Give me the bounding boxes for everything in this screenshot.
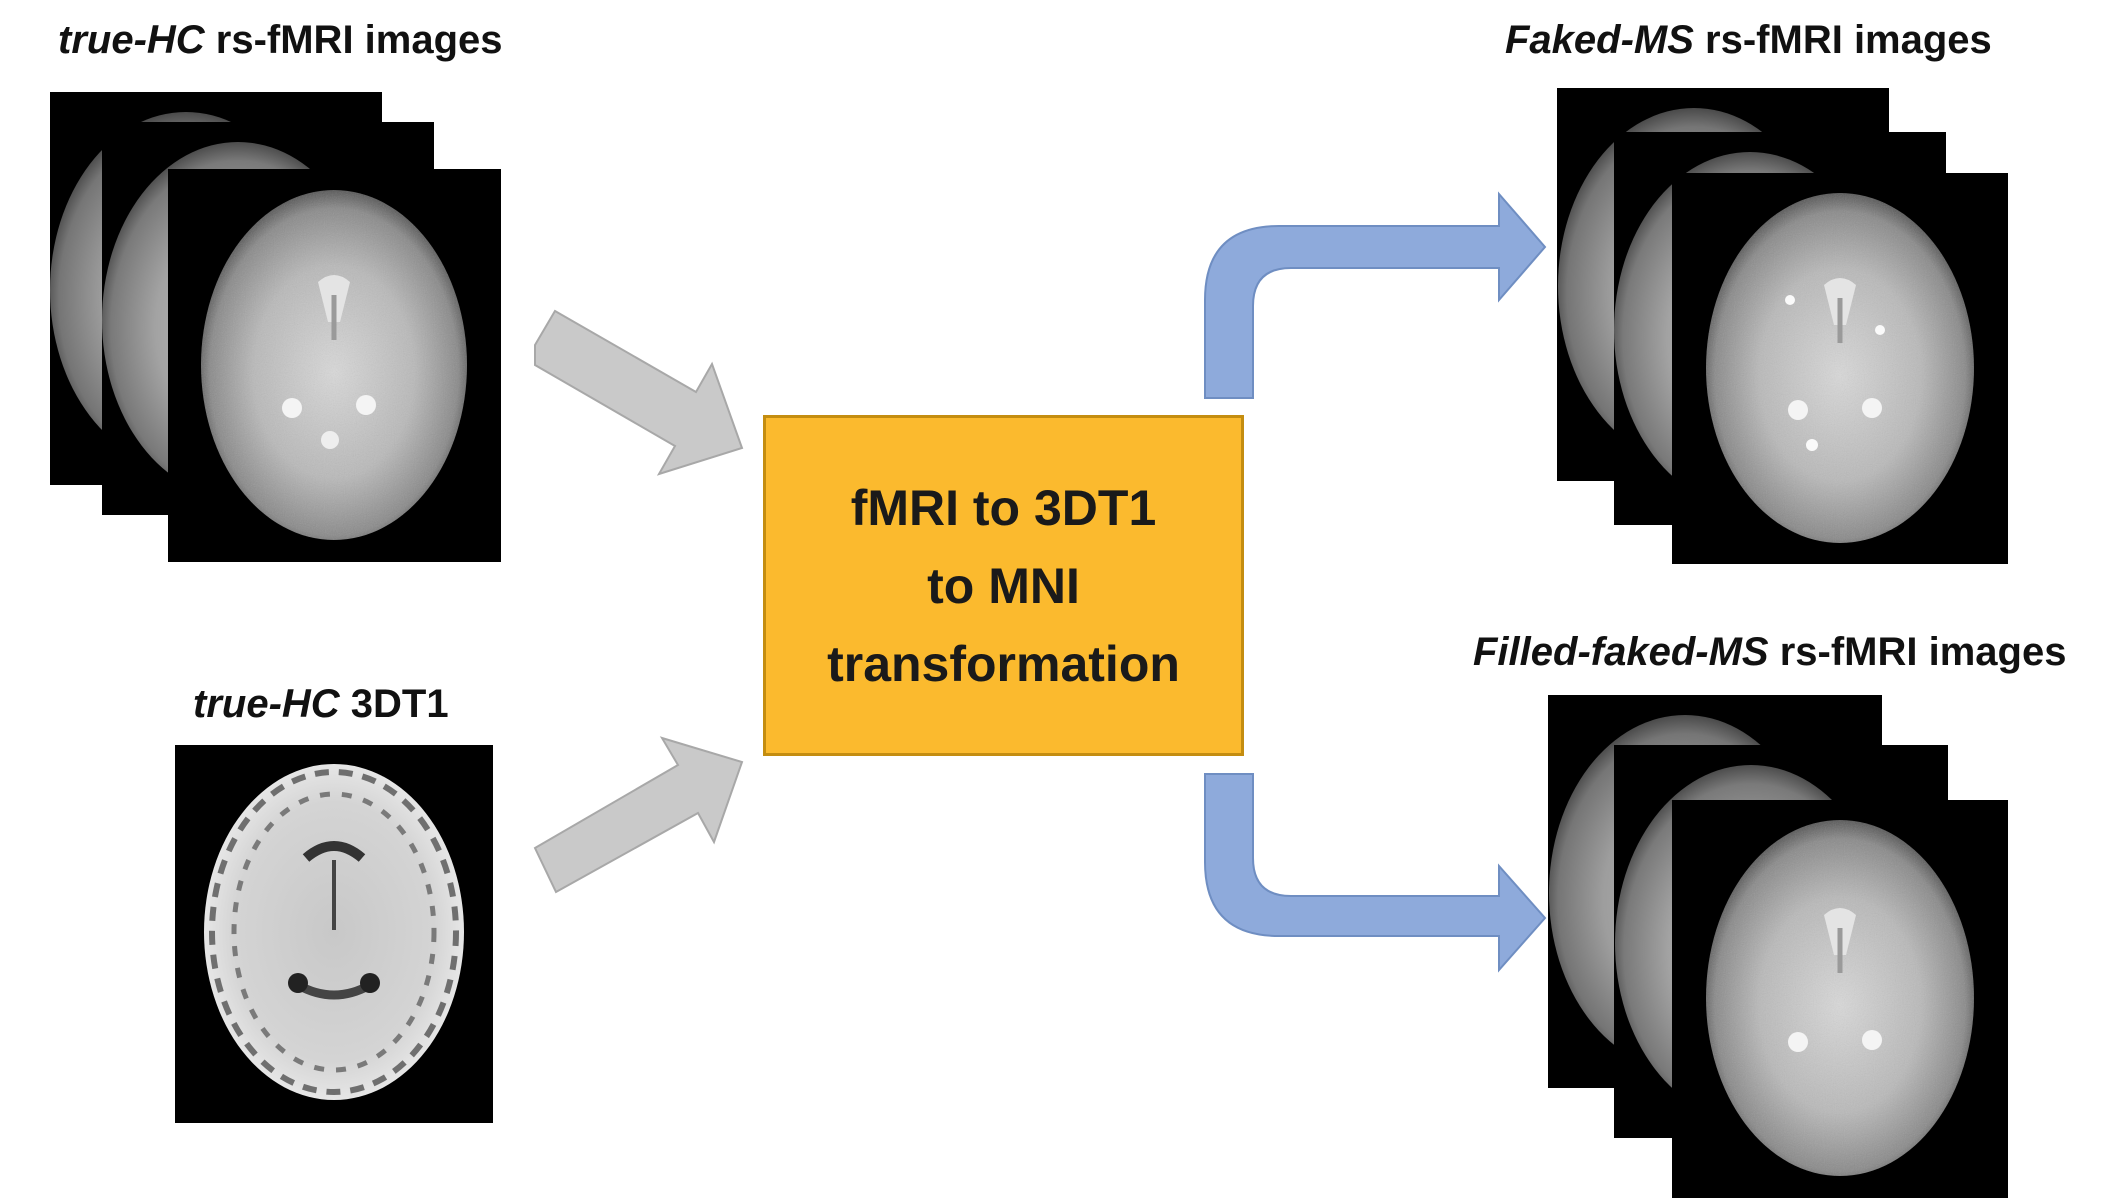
transformation-process-box: fMRI to 3DT1 to MNI transformation <box>763 415 1244 756</box>
label-filled-faked-ms-italic: Filled-faked-MS <box>1473 630 1769 674</box>
label-filled-faked-ms-rest: rs-fMRI images <box>1768 630 2067 674</box>
filled-faked-ms-stack <box>1548 695 2008 1198</box>
faked-ms-stack <box>1557 88 2008 564</box>
true-hc-3dt1-image <box>175 745 493 1123</box>
filled-faked-ms-slice-front <box>1672 800 2008 1198</box>
label-true-hc-3dt1-italic: true-HC <box>193 682 340 726</box>
input-arrow-bottom <box>533 736 744 894</box>
input-arrow-top <box>534 309 744 476</box>
process-line-3: transformation <box>827 635 1180 692</box>
output-arrow-down <box>1204 773 1547 973</box>
label-true-hc-fmri-italic: true-HC <box>58 18 205 62</box>
faked-ms-slice-front <box>1672 173 2008 564</box>
label-faked-ms-rest: rs-fMRI images <box>1693 18 1992 62</box>
label-true-hc-3dt1: true-HC 3DT1 <box>193 684 449 724</box>
label-true-hc-fmri: true-HC rs-fMRI images <box>58 20 503 60</box>
label-true-hc-3dt1-rest: 3DT1 <box>339 682 449 726</box>
output-arrow-up <box>1204 191 1547 399</box>
label-faked-ms-italic: Faked-MS <box>1505 18 1694 62</box>
label-filled-faked-ms: Filled-faked-MS rs-fMRI images <box>1473 632 2066 672</box>
label-true-hc-fmri-rest: rs-fMRI images <box>204 18 503 62</box>
process-line-1: fMRI to 3DT1 <box>850 479 1157 536</box>
fmri-slice-front <box>168 169 501 562</box>
true-hc-fmri-stack <box>50 92 501 562</box>
label-faked-ms: Faked-MS rs-fMRI images <box>1505 20 1992 60</box>
transformation-process-text: fMRI to 3DT1 to MNI transformation <box>827 469 1180 703</box>
process-line-2: to MNI <box>927 557 1080 614</box>
